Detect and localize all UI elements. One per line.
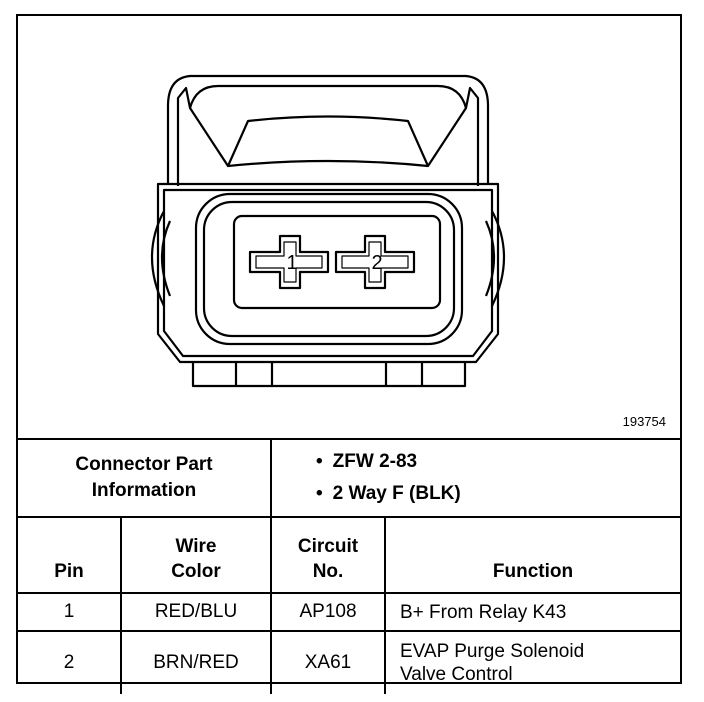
pin-cavity bbox=[232, 214, 442, 310]
header-function: Function bbox=[383, 516, 681, 594]
connector-latch bbox=[166, 74, 490, 184]
connector-drawing bbox=[150, 74, 506, 388]
connector-body bbox=[156, 182, 500, 364]
connector-figure: 1 2 193754 bbox=[18, 16, 680, 438]
connector-table: Connector Part Information ZFW 2-83 2 Wa… bbox=[18, 438, 681, 694]
bottom-ribs bbox=[191, 362, 467, 388]
connector-part-values: ZFW 2-83 2 Way F (BLK) bbox=[269, 438, 681, 518]
document-frame: 1 2 193754 Connector Part Information ZF… bbox=[16, 14, 682, 694]
pin-2-label: 2 bbox=[371, 252, 383, 274]
part-number: ZFW 2-83 bbox=[316, 446, 680, 478]
part-description: 2 Way F (BLK) bbox=[316, 478, 680, 510]
left-ear bbox=[150, 210, 165, 307]
cell-pin: 2 bbox=[18, 630, 122, 694]
connector-part-label: Connector Part Information bbox=[18, 438, 272, 518]
pin-2-terminal bbox=[334, 234, 416, 290]
cell-function: EVAP Purge Solenoid Valve Control bbox=[383, 630, 681, 694]
cell-wire-color: BRN/RED bbox=[120, 630, 272, 694]
header-circuit: Circuit No. bbox=[270, 516, 386, 594]
pin-1-label: 1 bbox=[286, 252, 298, 274]
connector-latch-inner bbox=[176, 86, 480, 186]
inner-housing bbox=[194, 192, 464, 346]
header-wire-color: Wire Color bbox=[120, 516, 272, 594]
table-row: 1 RED/BLU AP108 B+ From Relay K43 bbox=[18, 592, 681, 632]
cell-wire-color: RED/BLU bbox=[120, 592, 272, 632]
table-row: 2 BRN/RED XA61 EVAP Purge Solenoid Valve… bbox=[18, 630, 681, 694]
right-ear bbox=[491, 210, 506, 307]
header-pin: Pin bbox=[18, 516, 122, 594]
header-row: Pin Wire Color Circuit No. Function bbox=[18, 516, 681, 594]
cell-circuit: XA61 bbox=[270, 630, 386, 694]
cell-circuit: AP108 bbox=[270, 592, 386, 632]
cell-pin: 1 bbox=[18, 592, 122, 632]
cell-function: B+ From Relay K43 bbox=[383, 592, 681, 632]
figure-id: 193754 bbox=[622, 414, 666, 429]
connector-part-row: Connector Part Information ZFW 2-83 2 Wa… bbox=[18, 438, 681, 518]
pin-1-terminal bbox=[248, 234, 330, 290]
